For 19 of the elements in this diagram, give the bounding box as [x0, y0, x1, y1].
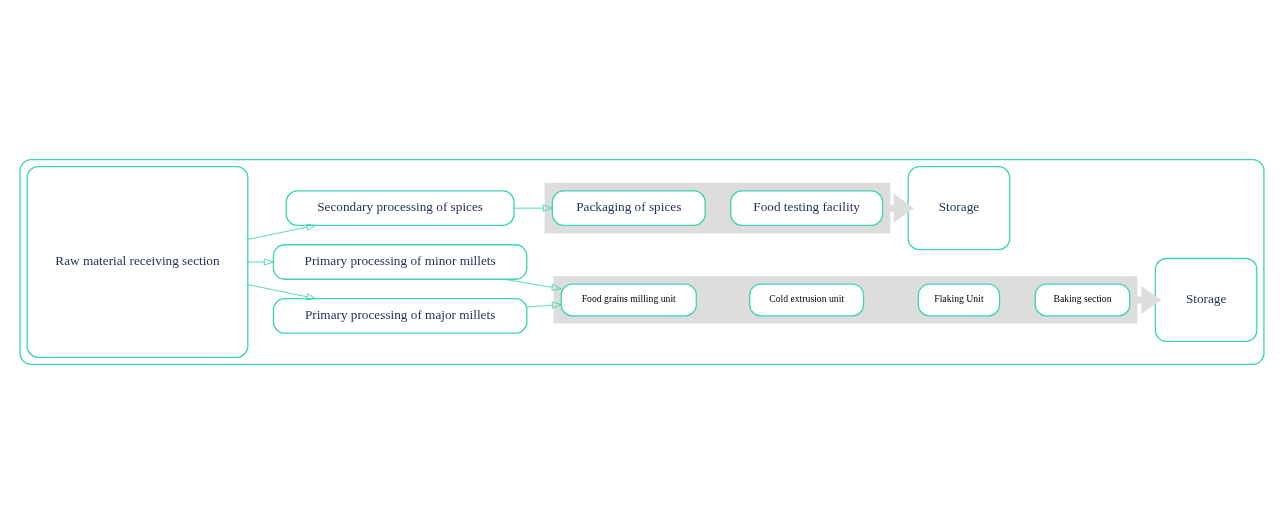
- arrow: [526, 301, 562, 309]
- arrow: [247, 223, 317, 240]
- node-box: Food testing facility: [730, 189, 884, 226]
- arrow: [247, 283, 317, 300]
- arrow: [247, 257, 274, 266]
- node-box: Flaking Unit: [917, 282, 1001, 316]
- node-box: Packaging of spices: [551, 189, 706, 226]
- node-box: Food grains milling unit: [560, 282, 697, 316]
- node-box: Storage: [907, 165, 1011, 250]
- node-box: Secondary processing of spices: [285, 189, 515, 226]
- cluster: [19, 158, 1265, 365]
- arrow: [503, 278, 562, 291]
- node-box: Cold extrusion unit: [749, 282, 865, 316]
- node-box: Baking section: [1034, 282, 1131, 316]
- node-box: Raw material receiving section: [26, 165, 249, 358]
- node-box: Primary processing of major millets: [272, 297, 528, 334]
- node-box: Storage: [1154, 257, 1258, 342]
- arrow: [513, 204, 553, 212]
- node-box: Primary processing of minor millets: [272, 243, 528, 280]
